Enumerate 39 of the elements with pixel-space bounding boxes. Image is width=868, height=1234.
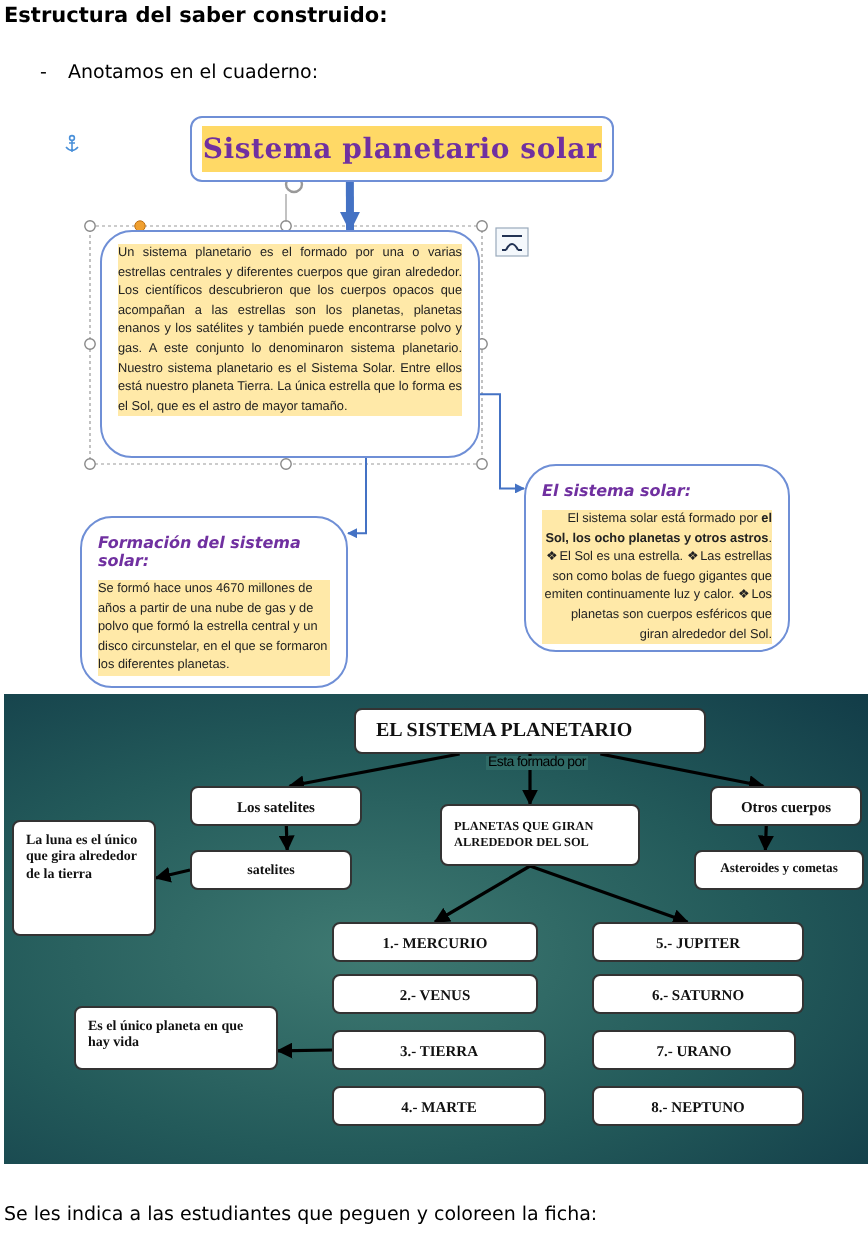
title-box xyxy=(190,116,614,182)
concept-box xyxy=(592,1030,796,1070)
instruction-text: Se les indica a las estudiantes que peguen y coloreen la ficha: xyxy=(4,1204,598,1226)
section-heading: Estructura del saber construido: xyxy=(4,4,388,28)
concept-text: EL SISTEMA PLANETARIO xyxy=(376,719,635,743)
instruction-text: Anotamos en el cuaderno: xyxy=(68,62,319,84)
concept-box xyxy=(332,1086,546,1126)
rounded-text-box xyxy=(524,464,790,652)
concept-box xyxy=(332,1030,546,1070)
concept-box xyxy=(332,922,538,962)
arrow xyxy=(529,864,689,925)
concept-box xyxy=(710,786,862,826)
arrow xyxy=(276,1042,333,1059)
arrow xyxy=(278,825,295,852)
concept-box xyxy=(190,786,362,826)
box-heading: Formación del sistema solar: xyxy=(98,534,303,570)
arrow xyxy=(347,457,367,539)
concept-box xyxy=(592,974,804,1014)
arrow xyxy=(433,864,531,924)
arrow xyxy=(339,182,360,232)
concept-box xyxy=(74,1006,278,1070)
concept-box xyxy=(354,708,706,754)
arrow xyxy=(479,393,525,494)
bullet-dash: - xyxy=(40,62,47,84)
concept-box xyxy=(592,922,804,962)
concept-box xyxy=(694,850,864,890)
concept-box xyxy=(440,804,640,866)
title-text: Sistema planetario solar xyxy=(202,126,602,172)
arrow xyxy=(154,866,191,883)
arrow xyxy=(288,752,460,792)
concept-box xyxy=(190,850,352,890)
concept-box xyxy=(592,1086,804,1126)
concept-box xyxy=(12,820,156,936)
rounded-text-box xyxy=(80,516,348,688)
box-heading: El sistema solar: xyxy=(542,482,694,500)
rounded-text-box xyxy=(100,230,480,458)
arrow xyxy=(600,752,765,792)
arrow xyxy=(757,825,774,852)
concept-box xyxy=(332,974,538,1014)
